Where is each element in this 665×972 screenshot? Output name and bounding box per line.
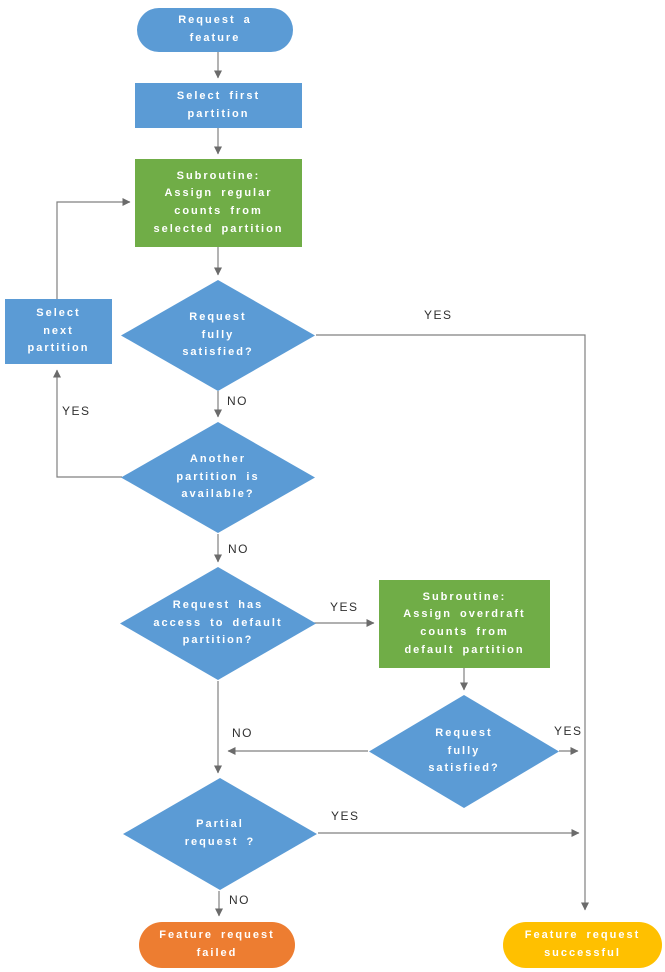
edge-label-default-access-no: NO — [232, 726, 253, 740]
edge-another-partition-yes — [53, 369, 122, 478]
edge-label-fully-satisfied-1-no: NO — [227, 394, 248, 408]
node-feature-request-successful: Feature request successful — [503, 922, 662, 968]
edge-label-partial-request-yes: YES — [331, 809, 360, 823]
edge-label-another-partition-yes: YES — [62, 404, 91, 418]
node-subroutine-assign-overdraft: Subroutine: Assign overdraft counts from… — [379, 580, 550, 668]
node-feature-request-failed: Feature request failed — [139, 922, 295, 968]
edge-label-fully-satisfied-2-yes: YES — [554, 724, 583, 738]
node-start: Request a feature — [137, 8, 293, 52]
edge-label-another-partition-no: NO — [228, 542, 249, 556]
node-request-fully-satisfied-2: Request fully satisfied? — [369, 695, 559, 808]
node-select-next-partition: Select next partition — [5, 299, 112, 364]
node-request-fully-satisfied-1: Request fully satisfied? — [121, 280, 315, 391]
node-request-has-default-access: Request has access to default partition? — [120, 567, 316, 680]
node-another-partition-available: Another partition is available? — [121, 422, 315, 533]
edge-label-partial-request-no: NO — [229, 893, 250, 907]
node-subroutine-assign-regular: Subroutine: Assign regular counts from s… — [135, 159, 302, 247]
edge-select-next-to-sub-regular — [56, 198, 131, 299]
node-select-first-partition: Select first partition — [135, 83, 302, 128]
node-partial-request: Partial request ? — [123, 778, 317, 890]
edge-label-fully-satisfied-1-yes: YES — [424, 308, 453, 322]
edge-label-default-access-yes: YES — [330, 600, 359, 614]
